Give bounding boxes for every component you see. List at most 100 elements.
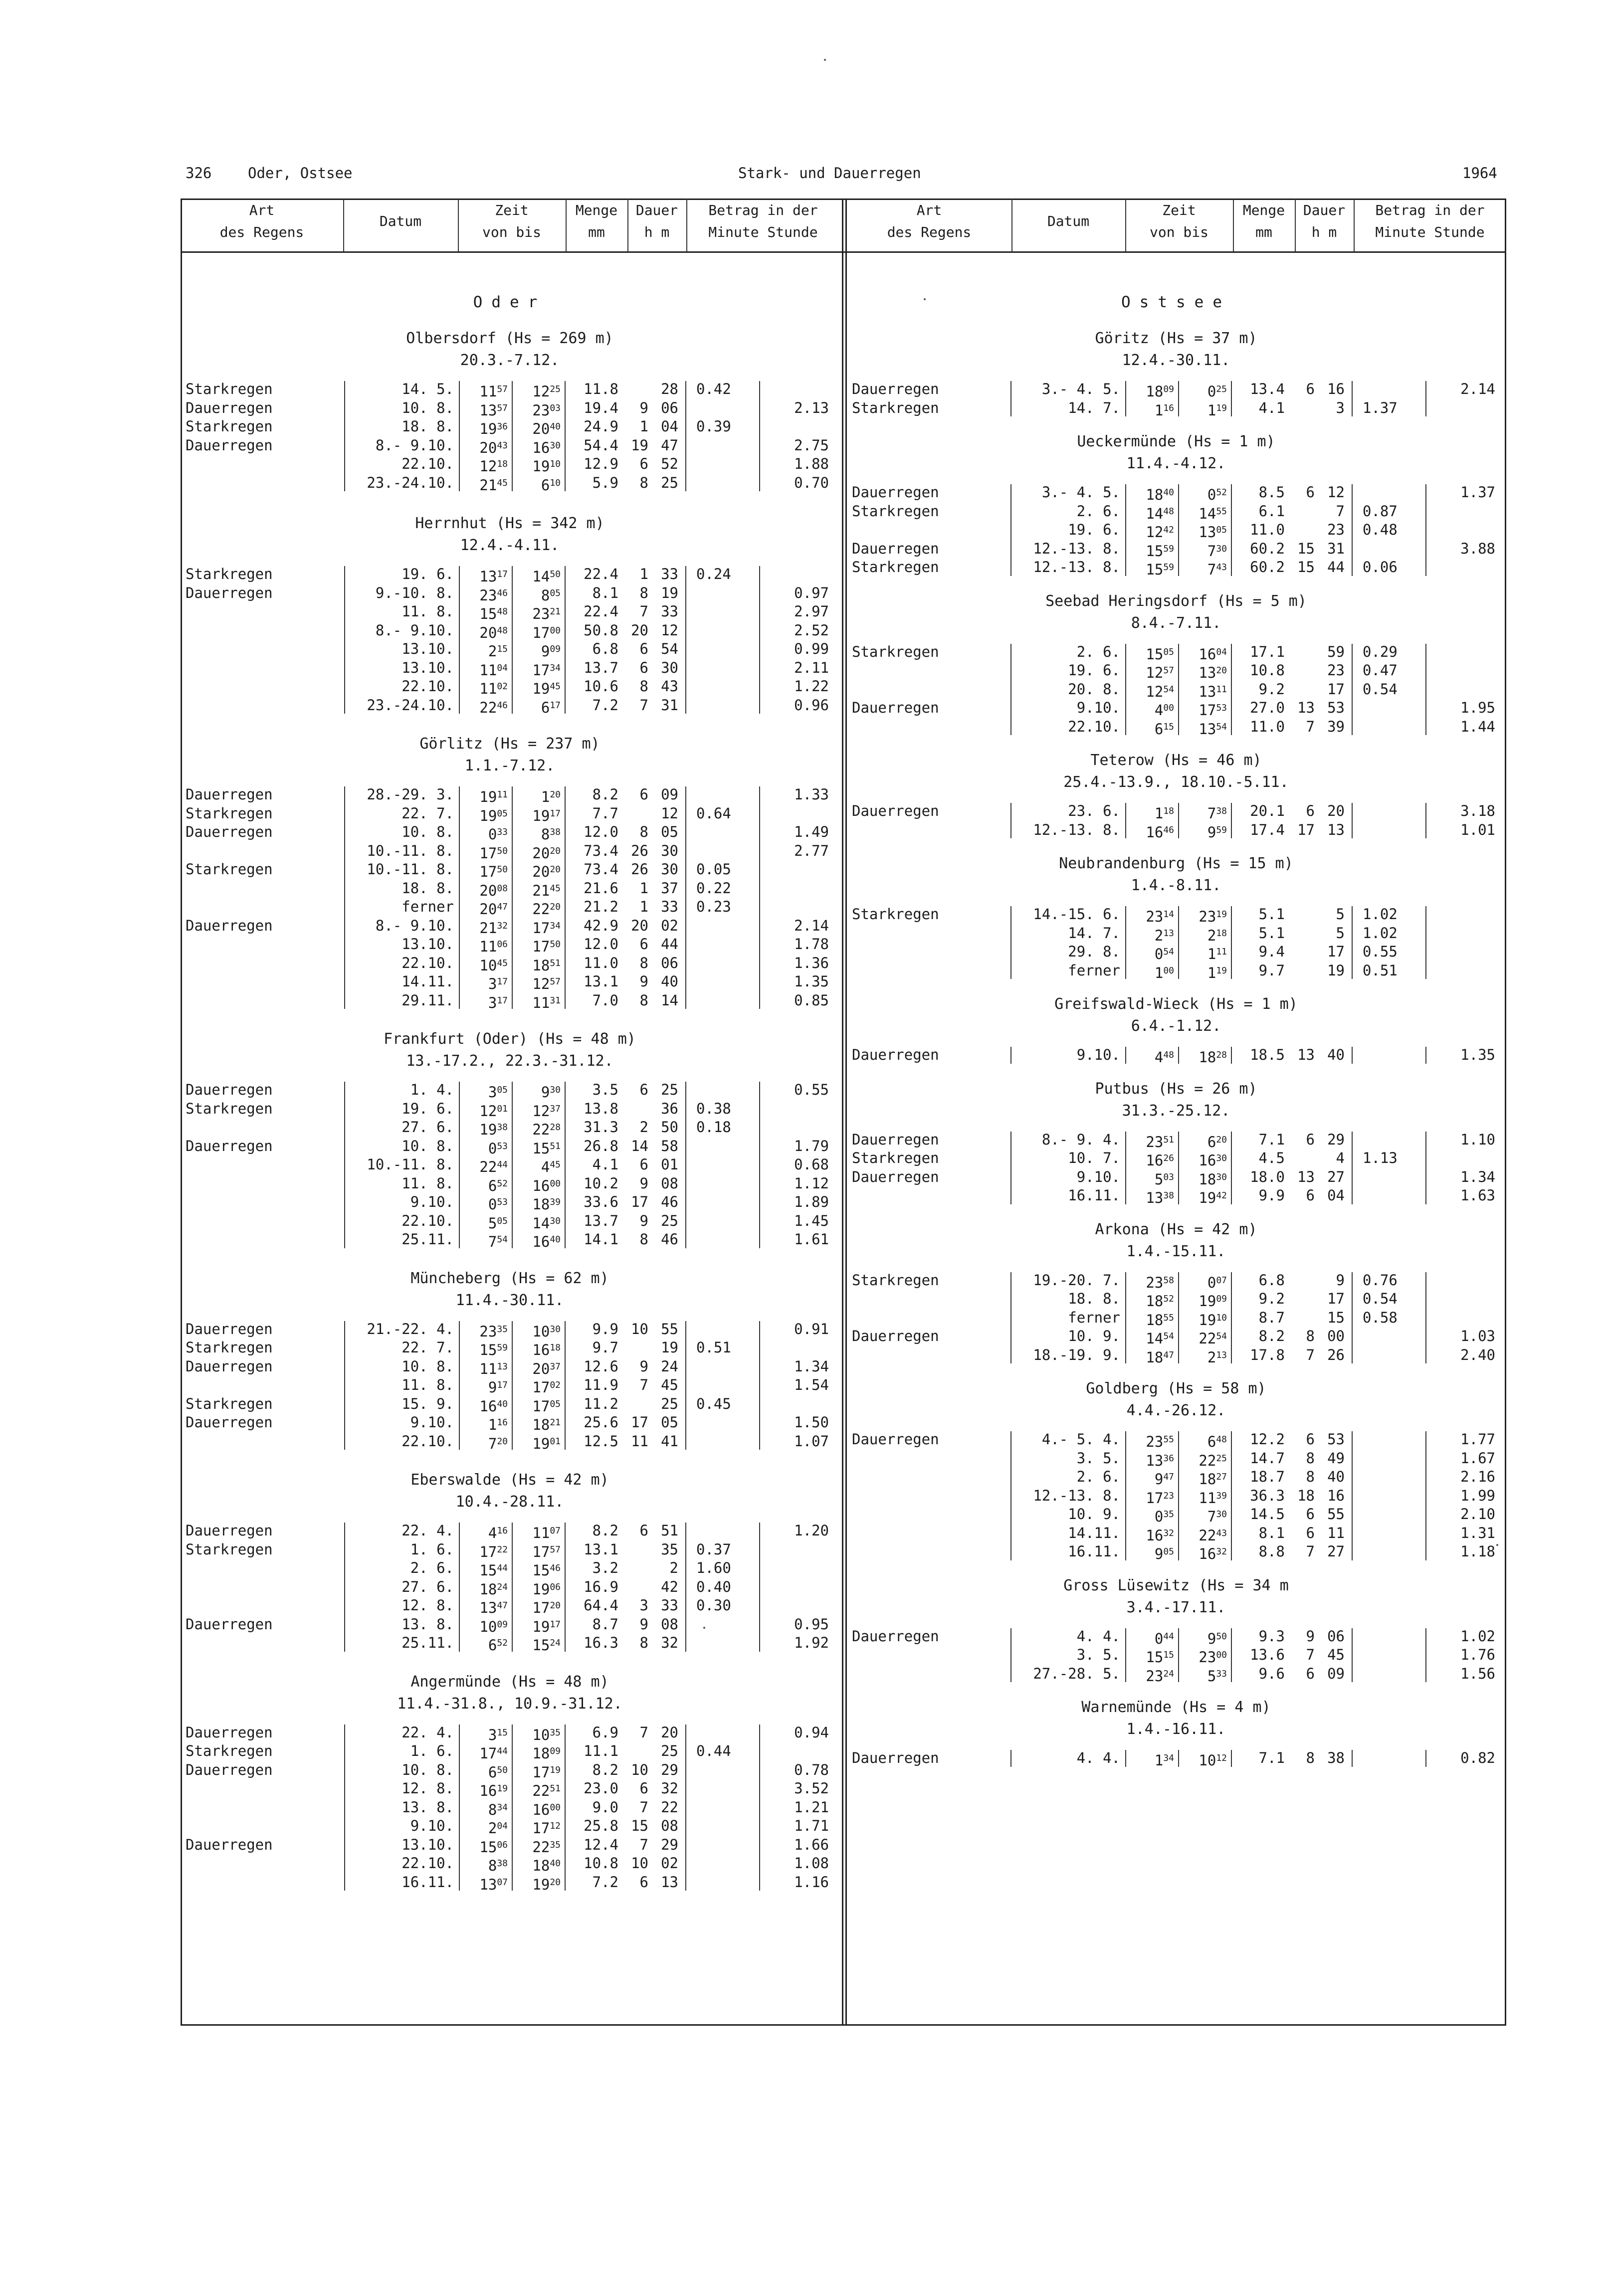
rate-per-hour: 1.35 [794,973,829,990]
duration-hours: 9 [1306,1627,1315,1645]
time-from-value: 315 [488,1726,508,1743]
time-from-value-minutes: 03 [1163,1171,1174,1182]
time-to-value-minutes: 13 [1216,1349,1227,1360]
time-to-value: 1546 [532,1562,561,1579]
time-from-value-minutes: 48 [1163,506,1174,517]
date-cell: 13.10. [401,1836,454,1853]
time-to: 119 [1207,961,1227,982]
duration-hours: 6 [639,640,648,657]
rate-per-hour: 1.22 [794,678,829,695]
rate-per-hour: 1.12 [794,1174,829,1192]
amount-mm: 6.8 [1258,1271,1285,1289]
time-from-value: 1505 [1146,645,1174,663]
time-to: 1827 [1199,1468,1227,1489]
row-block-rule [1231,1431,1232,1560]
row-block-rule [1010,1047,1011,1064]
time-to: 1719 [532,1761,561,1782]
header-column-rule [1125,198,1126,251]
station-name: Greifswald-Wieck (Hs = 1 m) [1054,995,1298,1013]
time-from-value: 1548 [479,605,508,622]
duration-minutes: 43 [661,678,678,695]
time-from-value-minutes: 18 [1163,806,1174,816]
time-to-value-minutes: 05 [550,587,561,598]
row-block-rule [759,566,760,714]
duration-minutes: 20 [661,1723,678,1741]
header-column-rule [1011,198,1012,251]
duration-minutes: 40 [661,973,678,990]
time-to-value: 959 [1207,823,1227,841]
region-title-oder: Oder [473,293,547,311]
row-block-rule [685,1523,686,1652]
time-to-value-minutes: 51 [550,1783,561,1794]
time-to-value: 119 [1207,964,1227,981]
time-to-value-minutes: 38 [550,827,561,837]
time-from-value: 2324 [1146,1667,1174,1685]
time-from-value: 2346 [479,586,508,604]
time-from-value: 1840 [1146,486,1174,503]
rate-per-hour: 2.14 [1460,381,1495,397]
amount-mm: 6.1 [1258,502,1285,520]
time-from: 1106 [479,935,508,956]
date-cell: 10. 9. [1068,1506,1120,1523]
row-block-rule [512,381,513,491]
time-to: 1320 [1199,661,1227,682]
time-from-value: 1824 [479,1580,508,1598]
time-to-value-minutes: 39 [550,1197,561,1207]
duration-minutes: 31 [661,696,678,714]
table-header-rule [181,251,1506,253]
rate-per-hour: 1.34 [1460,1168,1495,1185]
header-cell-datum: Datum [1011,201,1125,249]
time-to-value: 1734 [532,661,561,679]
time-from-value: 2355 [1146,1433,1174,1450]
time-from-value-minutes: 05 [497,1215,508,1226]
time-to-value-minutes: 30 [1216,1171,1227,1182]
row-block-rule [1178,381,1179,416]
date-cell: 12.-13. 8. [1033,1487,1120,1504]
time-to-value: 1945 [532,680,561,697]
duration-minutes: 24 [661,1357,678,1375]
rate-per-hour: 1.21 [794,1798,829,1816]
date-cell: 25.11. [401,1634,454,1651]
header-menge-unit: mm [588,224,605,240]
amount-mm: 23.0 [584,1780,618,1797]
time-from: 652 [488,1174,508,1195]
time-to-value: 1839 [532,1196,561,1213]
time-to: 730 [1207,1505,1227,1526]
duration-minutes: 25 [661,474,678,491]
time-from-value-minutes: 24 [497,1581,508,1592]
time-from-value: 1852 [1146,1293,1174,1310]
time-from-value: 2335 [479,1323,508,1340]
time-from-value-minutes: 13 [497,1361,508,1372]
time-from-value: 1218 [479,458,508,475]
time-from: 215 [488,640,508,661]
duration-minutes: 14 [661,991,678,1009]
duration-minutes: 16 [1327,1487,1345,1504]
time-from: 1619 [479,1779,508,1800]
time-to: 1839 [532,1193,561,1214]
time-from-value-minutes: 15 [1163,721,1174,732]
rate-per-hour: 3.88 [1460,540,1495,557]
row-block-rule [1425,1272,1426,1363]
rate-per-minute: 0.30 [696,1597,731,1614]
duration-minutes: 08 [661,1174,678,1192]
rate-per-hour: 2.14 [794,917,829,934]
date-cell: 28.-29. 3. [367,786,454,803]
date-cell: 19. 6. [401,566,454,582]
time-from-value: 2351 [1146,1133,1174,1150]
time-from-value: 1722 [479,1543,508,1560]
time-to: 1700 [532,621,561,642]
time-to-value: 1827 [1199,1471,1227,1488]
duration-hours: 1 [639,566,648,582]
scan-speck [924,298,926,300]
row-block-rule [1425,1750,1426,1767]
duration-minutes: 30 [661,861,678,878]
time-to: 1712 [532,1817,561,1838]
